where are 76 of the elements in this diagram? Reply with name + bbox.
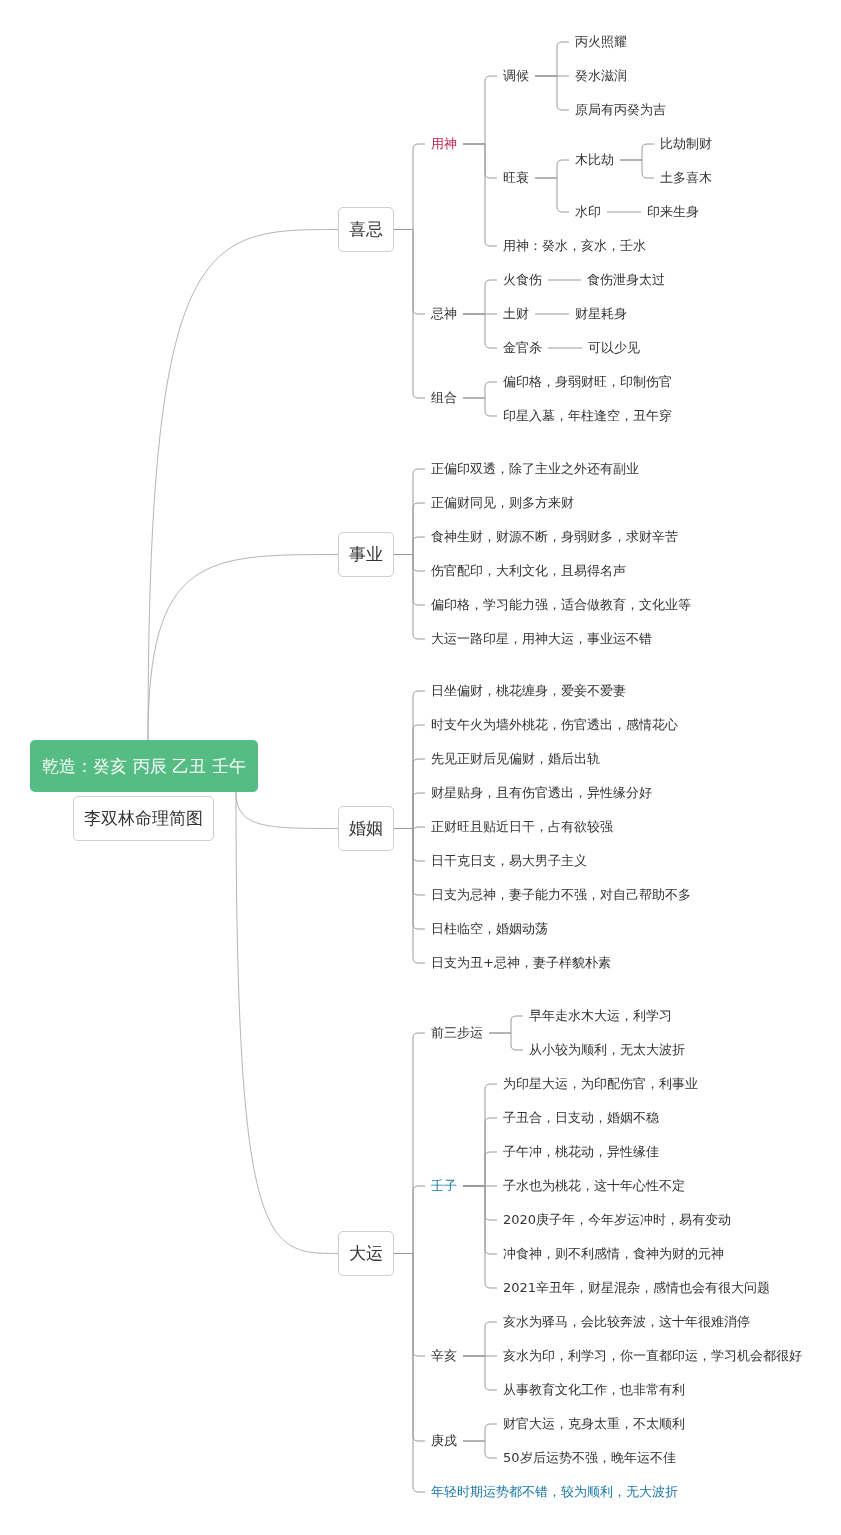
connector-line xyxy=(393,828,426,964)
connector-line xyxy=(547,279,582,281)
branch-topic-box: 大运 xyxy=(338,1231,394,1276)
topic-text: 忌神 xyxy=(425,304,463,324)
topic-text: 原局有丙癸为吉 xyxy=(569,100,672,120)
topic-text: 早年走水木大运，利学习 xyxy=(523,1006,678,1026)
topic-text: 水印 xyxy=(569,202,607,222)
title-box: 李双林命理简图 xyxy=(73,796,214,841)
topic-text: 正偏印双透，除了主业之外还有副业 xyxy=(425,459,645,479)
topic-text: 日干克日支，易大男子主义 xyxy=(425,851,593,871)
topic-text: 2021辛丑年，财星混杂，感情也会有很大问题 xyxy=(497,1278,777,1298)
topic-text: 组合 xyxy=(425,388,463,408)
topic-text: 财官大运，克身太重，不太顺利 xyxy=(497,1414,691,1434)
topic-text: 金官杀 xyxy=(497,338,548,358)
branch-topic-box: 事业 xyxy=(338,532,394,577)
topic-text: 先见正财后见偏财，婚后出轨 xyxy=(425,749,606,769)
topic-text: 用神 xyxy=(425,134,463,154)
topic-text: 偏印格，身弱财旺，印制伤官 xyxy=(497,372,678,392)
topic-text: 偏印格，学习能力强，适合做教育，文化业等 xyxy=(425,595,697,615)
topic-text: 财星耗身 xyxy=(569,304,633,324)
topic-text: 时支午火为墙外桃花，伤官透出，感情花心 xyxy=(425,715,684,735)
topic-text: 日支为忌神，妻子能力不强，对自己帮助不多 xyxy=(425,885,697,905)
topic-text: 土多喜木 xyxy=(654,168,718,188)
connector-line xyxy=(147,554,339,741)
topic-text: 财星贴身，且有伤官透出，异性缘分好 xyxy=(425,783,658,803)
topic-text: 辛亥 xyxy=(425,1346,463,1366)
connector-line xyxy=(534,313,570,315)
connector-line xyxy=(462,1440,498,1459)
root-topic-box: 乾造：癸亥 丙辰 乙丑 壬午 xyxy=(30,740,258,792)
topic-text: 亥水为印，利学习，你一直都印运，学习机会都很好 xyxy=(497,1346,808,1366)
topic-text: 正偏财同见，则多方来财 xyxy=(425,493,580,513)
connector-line xyxy=(393,229,426,399)
topic-text: 2020庚子年，今年岁运冲时，易有变动 xyxy=(497,1210,738,1230)
topic-text: 子午冲，桃花动，异性缘佳 xyxy=(497,1142,665,1162)
connector-line xyxy=(547,347,583,349)
connector-line xyxy=(393,554,426,640)
topic-text: 大运一路印星，用神大运，事业运不错 xyxy=(425,629,658,649)
topic-text: 食伤泄身太过 xyxy=(581,270,671,290)
topic-text: 日支为丑+忌神，妻子样貌朴素 xyxy=(425,953,617,973)
topic-text: 土财 xyxy=(497,304,535,324)
topic-text: 冲食神，则不利感情，食神为财的元神 xyxy=(497,1244,730,1264)
topic-text: 前三步运 xyxy=(425,1023,489,1043)
topic-text: 从事教育文化工作，也非常有利 xyxy=(497,1380,691,1400)
topic-text: 用神：癸水，亥水，壬水 xyxy=(497,236,652,256)
connector-line xyxy=(462,397,498,417)
branch-topic-box: 喜忌 xyxy=(338,207,394,252)
topic-text: 火食伤 xyxy=(497,270,548,290)
topic-text: 亥水为驿马，会比较奔波，这十年很难消停 xyxy=(497,1312,756,1332)
connector-line xyxy=(619,159,655,179)
topic-text: 50岁后运势不强，晚年运不佳 xyxy=(497,1448,682,1468)
connector-line xyxy=(393,1253,426,1493)
topic-text: 食神生财，财源不断，身弱财多，求财辛苦 xyxy=(425,527,684,547)
topic-text: 旺衰 xyxy=(497,168,535,188)
topic-text: 壬子 xyxy=(425,1176,463,1196)
branch-topic-box: 婚姻 xyxy=(338,806,394,851)
topic-text: 比劫制财 xyxy=(654,134,718,154)
connector-line xyxy=(606,211,642,213)
topic-text: 癸水滋润 xyxy=(569,66,633,86)
topic-text: 木比劫 xyxy=(569,150,620,170)
topic-text: 印来生身 xyxy=(641,202,705,222)
topic-text: 伤官配印，大利文化，且易得名声 xyxy=(425,561,632,581)
topic-text: 正财旺且贴近日干，占有欲较强 xyxy=(425,817,619,837)
topic-text: 调候 xyxy=(497,66,535,86)
topic-text: 子水也为桃花，这十年心性不定 xyxy=(497,1176,691,1196)
topic-text: 印星入墓，年柱逢空，丑午穿 xyxy=(497,406,678,426)
connector-line xyxy=(488,1032,524,1051)
topic-text: 日坐偏财，桃花缠身，爱妾不爱妻 xyxy=(425,681,632,701)
topic-text: 可以少见 xyxy=(582,338,646,358)
topic-text: 从小较为顺利，无太大波折 xyxy=(523,1040,691,1060)
topic-text: 庚戌 xyxy=(425,1431,463,1451)
topic-text: 子丑合，日支动，婚姻不稳 xyxy=(497,1108,665,1128)
topic-text: 日柱临空，婚姻动荡 xyxy=(425,919,554,939)
topic-text: 为印星大运，为印配伤官，利事业 xyxy=(497,1074,704,1094)
topic-text: 年轻时期运势都不错，较为顺利，无大波折 xyxy=(425,1482,684,1502)
topic-text: 丙火照耀 xyxy=(569,32,633,52)
connector-line xyxy=(235,791,339,1254)
